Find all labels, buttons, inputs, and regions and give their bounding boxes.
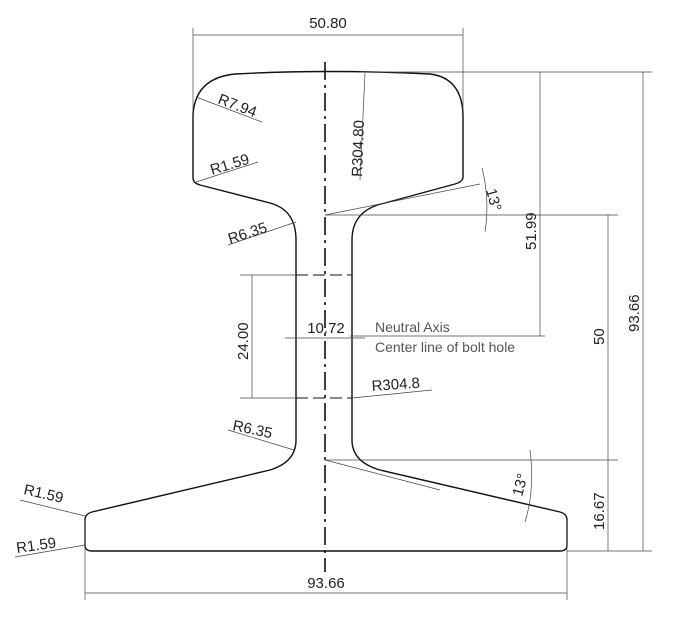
radius-web-upper: R6.35 — [226, 219, 269, 248]
radius-base-top: R1.59 — [22, 481, 65, 507]
radius-base-bottom: R1.59 — [15, 535, 57, 557]
rail-outline — [84, 70, 568, 552]
dim-web-height: 50 — [591, 328, 608, 345]
dim-bolt-spacing: 24.00 — [235, 322, 252, 360]
radius-head-under: R1.59 — [208, 151, 251, 179]
radius-web-side: R304.8 — [371, 375, 420, 395]
extension-lines — [84, 28, 652, 600]
dim-base-width: 93.66 — [307, 575, 345, 592]
radius-head-top: R304.80 — [349, 120, 368, 177]
dimension-lines — [14, 34, 644, 594]
dim-base-height: 16.67 — [591, 492, 608, 530]
radius-web-lower: R6.35 — [231, 417, 274, 442]
angle-base-slope: 13° — [509, 472, 531, 498]
dim-total-height: 93.66 — [626, 294, 643, 332]
dim-web-thickness: 10.72 — [307, 320, 345, 337]
bolt-hole-label: Center line of bolt hole — [375, 339, 515, 355]
dim-head-width: 50.80 — [309, 15, 347, 32]
neutral-axis-label: Neutral Axis — [375, 319, 450, 335]
angle-head-slope: 13° — [482, 187, 504, 213]
dim-head-to-neutral: 51.99 — [523, 212, 540, 250]
radius-head-corner: R7.94 — [216, 91, 259, 121]
